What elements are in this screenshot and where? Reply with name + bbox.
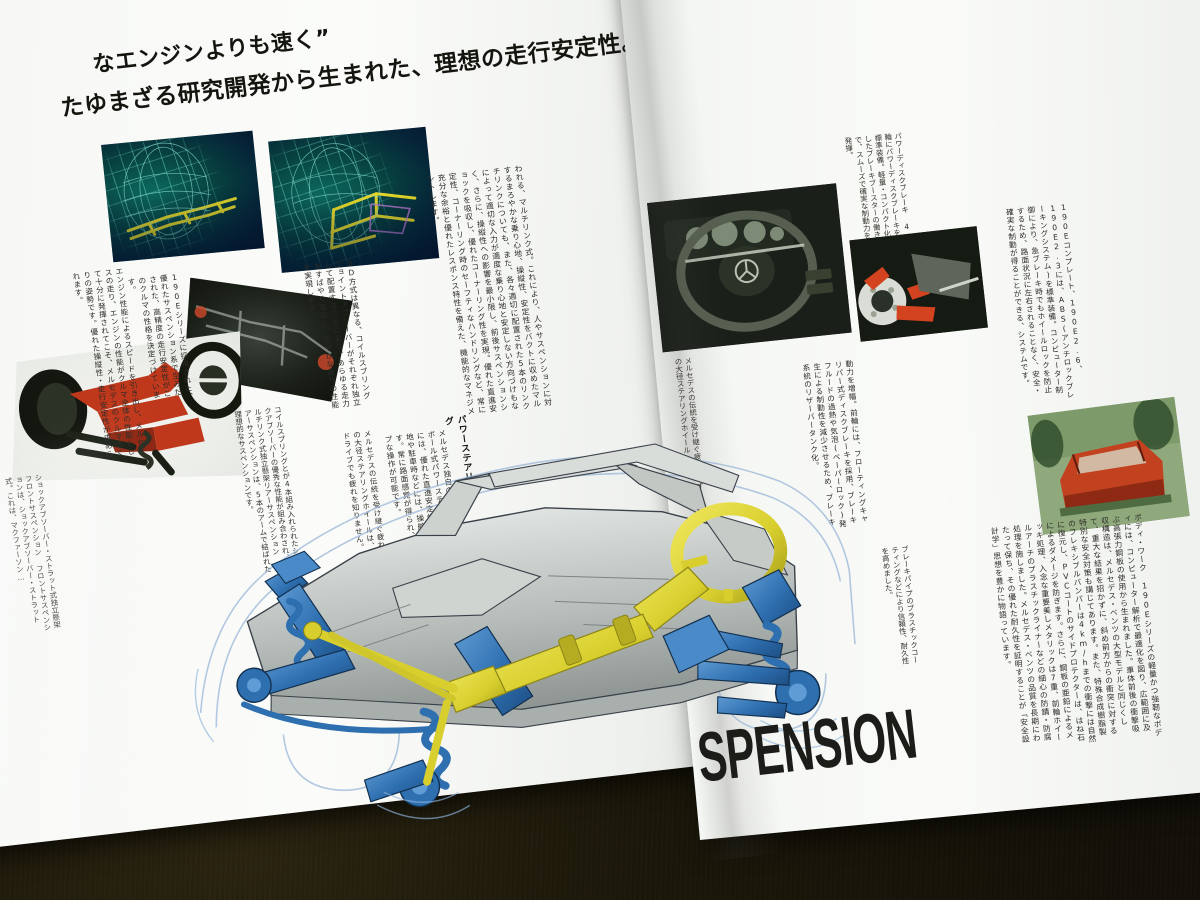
cae-wireframe-left <box>126 197 237 241</box>
power-disc-brake-photo <box>849 226 988 342</box>
cae-sim-right-figure <box>268 126 440 273</box>
left-page: なエンジンよりも速く” たゆまざる研究開発から生まれた、理想の走行安定性。 <box>0 0 750 854</box>
steering-system <box>303 502 788 786</box>
right-page: メルセデスの伝統を受け継ぐ疲れ知らずの大径ステアリングホイール <box>615 0 1200 840</box>
power-disc-brake-caption: パワーディスクブレーキ 4輪にパワーディスクブレーキを標準装備。軽量・コンパクト… <box>843 131 912 240</box>
crash-test-photo <box>1027 396 1190 535</box>
cae-sim-left-figure <box>101 130 265 263</box>
steering-wheel-photo <box>647 183 852 353</box>
right-col-abs: 190Eコンプレート、190E2.6、190E2.3には、ABS(アンチロックブ… <box>1005 202 1084 400</box>
suspension-cutaway-illustration <box>129 344 890 847</box>
front-suspension-caption: ショックアブソーバー・ストラット式独立懸架フロントサスペンション フロントサスペ… <box>3 473 62 632</box>
right-col-bodywork: ボディ・ワーク 190Eシリーズの軽量かつ強靭なボディには、コンピューター解析で… <box>990 512 1164 744</box>
rear-suspension-assembly <box>662 568 821 719</box>
motion-swirls <box>194 668 847 820</box>
